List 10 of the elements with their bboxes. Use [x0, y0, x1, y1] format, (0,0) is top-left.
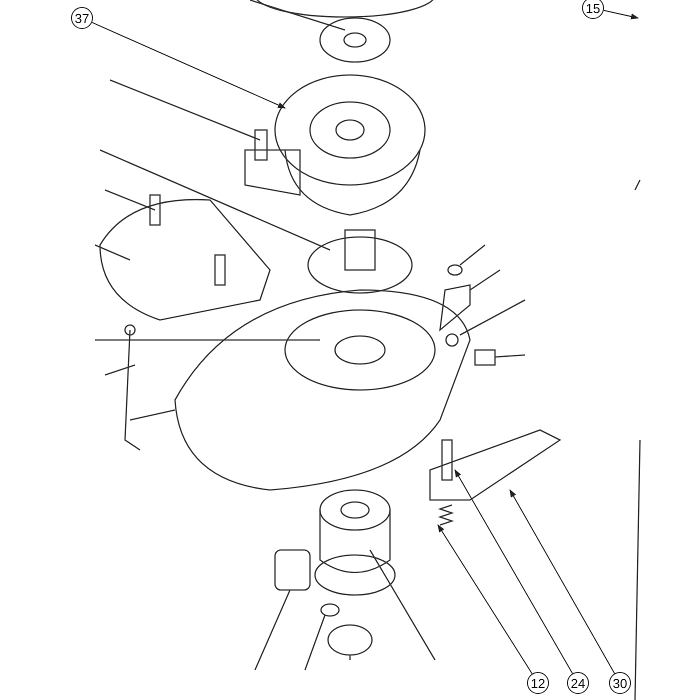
- callout-number: 24: [567, 672, 589, 694]
- callout-number: 15: [582, 0, 604, 19]
- leader-line: [603, 10, 639, 20]
- leader-line: [437, 524, 533, 674]
- leader-line: [92, 22, 286, 108]
- leader-line: [454, 469, 573, 674]
- callout-number: 30: [609, 672, 631, 694]
- leader-line: [510, 489, 616, 674]
- callout-number: 37: [71, 7, 93, 29]
- callout-number: 12: [527, 672, 549, 694]
